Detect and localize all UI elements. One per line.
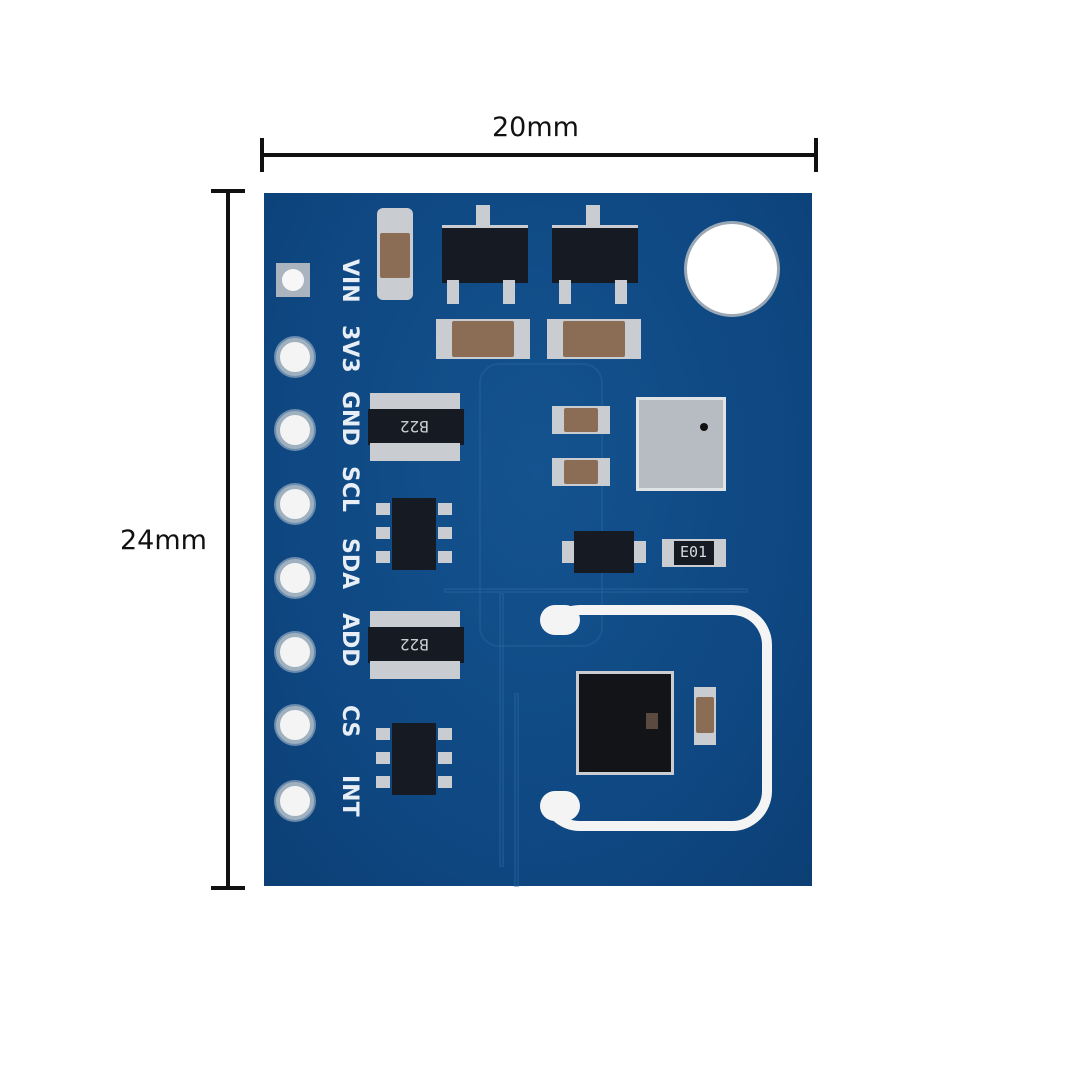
humidity-sensor-chip bbox=[576, 671, 674, 775]
diode-pad-right bbox=[634, 541, 646, 563]
height-dimension-tick-bottom bbox=[211, 886, 245, 890]
sot23-tab bbox=[586, 205, 600, 229]
pin-pad-gnd bbox=[276, 411, 314, 449]
pin-label-sda: SDA bbox=[337, 538, 362, 590]
capacitor-2-body bbox=[563, 321, 625, 357]
ic-sot23-6-2 bbox=[392, 723, 436, 795]
pin-label-gnd: GND bbox=[337, 391, 362, 446]
sot23-pin bbox=[615, 280, 627, 304]
pin-label-scl: SCL bbox=[337, 466, 362, 513]
sot23-pin bbox=[503, 280, 515, 304]
pcb-trace bbox=[444, 588, 748, 593]
height-dimension-label: 24mm bbox=[120, 525, 207, 556]
sot23-pin bbox=[447, 280, 459, 304]
width-dimension-line bbox=[262, 153, 818, 157]
resistor-network-2 bbox=[368, 627, 464, 663]
ic-pins bbox=[376, 728, 390, 788]
resistor-network-1 bbox=[368, 409, 464, 445]
sot23-regulator-2 bbox=[552, 225, 638, 283]
slot-end-bottom bbox=[540, 791, 580, 821]
pin-label-vin: VIN bbox=[337, 259, 362, 303]
environmental-sensor-chip bbox=[636, 397, 726, 491]
resistor-network-1-marking: B22 bbox=[400, 417, 429, 436]
ic-pins bbox=[376, 503, 390, 563]
resistor-network-2-pads-top bbox=[370, 611, 460, 629]
pin-pad-int bbox=[276, 782, 314, 820]
pcb-trace bbox=[479, 363, 603, 647]
capacitor-humidity-body bbox=[696, 697, 714, 733]
pin-pad-add bbox=[276, 633, 314, 671]
sensor-isolation-slot bbox=[540, 605, 772, 831]
pin-pad-3v3 bbox=[276, 338, 314, 376]
resistor-network-1-pads-top bbox=[370, 393, 460, 411]
resistor-network-2-marking: B22 bbox=[400, 635, 429, 654]
capacitor-1-body bbox=[452, 321, 514, 357]
pcb-trace bbox=[499, 593, 504, 867]
capacitor-body bbox=[380, 233, 410, 278]
pin-label-cs: CS bbox=[337, 705, 362, 738]
sot23-regulator-1 bbox=[442, 225, 528, 283]
resistor-network-1-pads-bottom bbox=[370, 443, 460, 461]
resistor-e01-body bbox=[674, 541, 714, 565]
height-dimension-line bbox=[226, 190, 230, 890]
sot23-tab bbox=[476, 205, 490, 229]
sot23-pin bbox=[559, 280, 571, 304]
pin-pad-scl bbox=[276, 485, 314, 523]
resistor-network-2-pads-bottom bbox=[370, 661, 460, 679]
capacitor-small-2-body bbox=[564, 460, 598, 484]
width-dimension-tick-left bbox=[260, 138, 264, 172]
pcb-trace bbox=[514, 693, 519, 887]
slot-end-top bbox=[540, 605, 580, 635]
pcb-board: VIN 3V3 GND SCL SDA ADD CS INT B22 B22 bbox=[264, 193, 812, 887]
pin-pad-vin bbox=[276, 263, 310, 297]
ic-pins bbox=[438, 503, 452, 563]
humidity-sensor-window bbox=[646, 713, 658, 729]
ic-pins bbox=[438, 728, 452, 788]
diode-pad-left bbox=[562, 541, 574, 563]
capacitor-small-1-body bbox=[564, 408, 598, 432]
height-dimension-tick-top bbox=[211, 189, 245, 193]
pin-pad-cs bbox=[276, 706, 314, 744]
pin-label-int: INT bbox=[337, 775, 362, 817]
sensor-vent-dot bbox=[700, 423, 708, 431]
mounting-hole bbox=[684, 221, 780, 317]
pin-label-add: ADD bbox=[337, 613, 362, 667]
resistor-e01-marking: E01 bbox=[680, 543, 708, 561]
pin-label-3v3: 3V3 bbox=[337, 325, 362, 373]
ic-sot23-6-1 bbox=[392, 498, 436, 570]
pin-pad-sda bbox=[276, 559, 314, 597]
width-dimension-label: 20mm bbox=[492, 112, 579, 143]
diode-component bbox=[574, 531, 634, 573]
width-dimension-tick-right bbox=[814, 138, 818, 172]
